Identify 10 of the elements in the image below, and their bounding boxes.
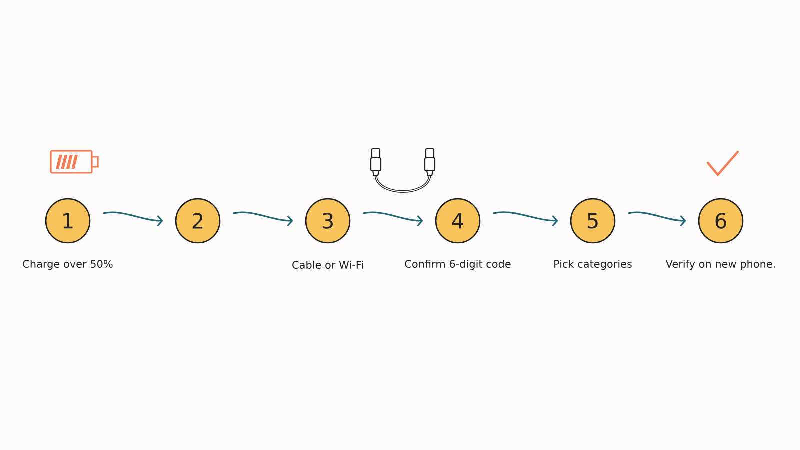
arrow bbox=[103, 212, 164, 227]
arrow bbox=[628, 212, 686, 227]
arrow bbox=[363, 212, 424, 227]
step-label: Pick categories bbox=[554, 260, 632, 270]
step-label: Cable or Wi-Fi bbox=[292, 260, 364, 270]
arrow bbox=[233, 212, 294, 227]
step-label: Verify on new phone. bbox=[666, 260, 776, 270]
arrow bbox=[493, 212, 558, 227]
step-label: Charge over 50% bbox=[23, 260, 113, 270]
step-label: Confirm 6-digit code bbox=[405, 260, 511, 270]
